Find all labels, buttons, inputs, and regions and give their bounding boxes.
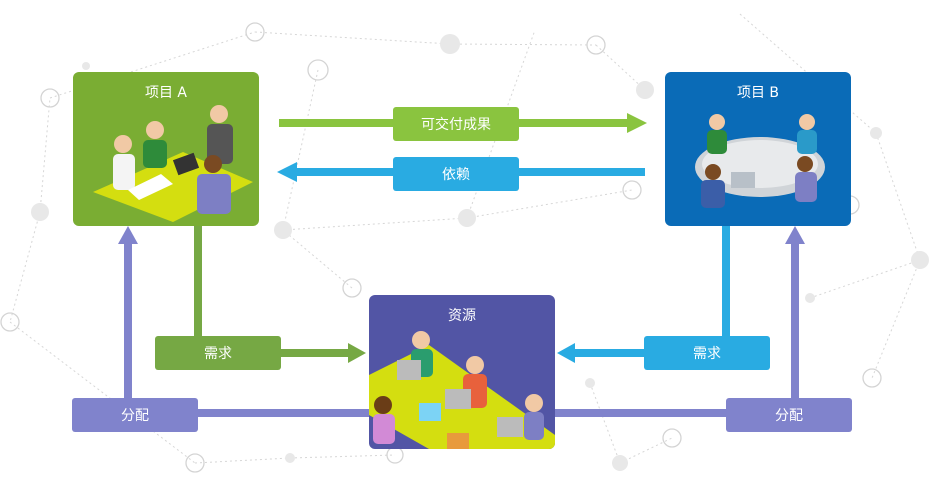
deliverables-label: 可交付成果	[393, 107, 519, 141]
allocate-right-vertical-line	[791, 244, 799, 416]
allocate-right-label: 分配	[726, 398, 852, 432]
resources-card: 资源	[369, 295, 555, 449]
demand-left-vertical-line	[194, 226, 202, 346]
project-a-card: 项目 A	[73, 72, 259, 226]
deliverables-arrowhead-icon	[627, 113, 647, 133]
allocate-left-vertical-line	[124, 244, 132, 416]
office-workers-illustration	[369, 331, 555, 449]
round-table-illustration	[695, 114, 825, 208]
demand-left-arrowhead-icon	[348, 343, 366, 363]
demand-right-label: 需求	[644, 336, 770, 370]
team-meeting-illustration	[93, 105, 253, 222]
demand-right-horizontal-line	[574, 349, 654, 357]
allocate-left-horizontal-line	[128, 409, 370, 417]
project-a-title: 项目 A	[144, 85, 188, 101]
allocate-left-label: 分配	[72, 398, 198, 432]
allocate-right-arrowhead-icon	[785, 226, 805, 244]
resources-title: 资源	[448, 308, 476, 324]
demand-right-vertical-line	[722, 226, 730, 346]
project-b-card: 项目 B	[665, 72, 851, 226]
dependency-label: 依赖	[393, 157, 519, 191]
dependency-arrowhead-icon	[277, 162, 297, 182]
demand-left-horizontal-line	[270, 349, 350, 357]
allocate-left-arrowhead-icon	[118, 226, 138, 244]
project-b-title: 项目 B	[736, 85, 780, 101]
demand-right-arrowhead-icon	[557, 343, 575, 363]
allocate-right-horizontal-line	[555, 409, 795, 417]
demand-left-label: 需求	[155, 336, 281, 370]
